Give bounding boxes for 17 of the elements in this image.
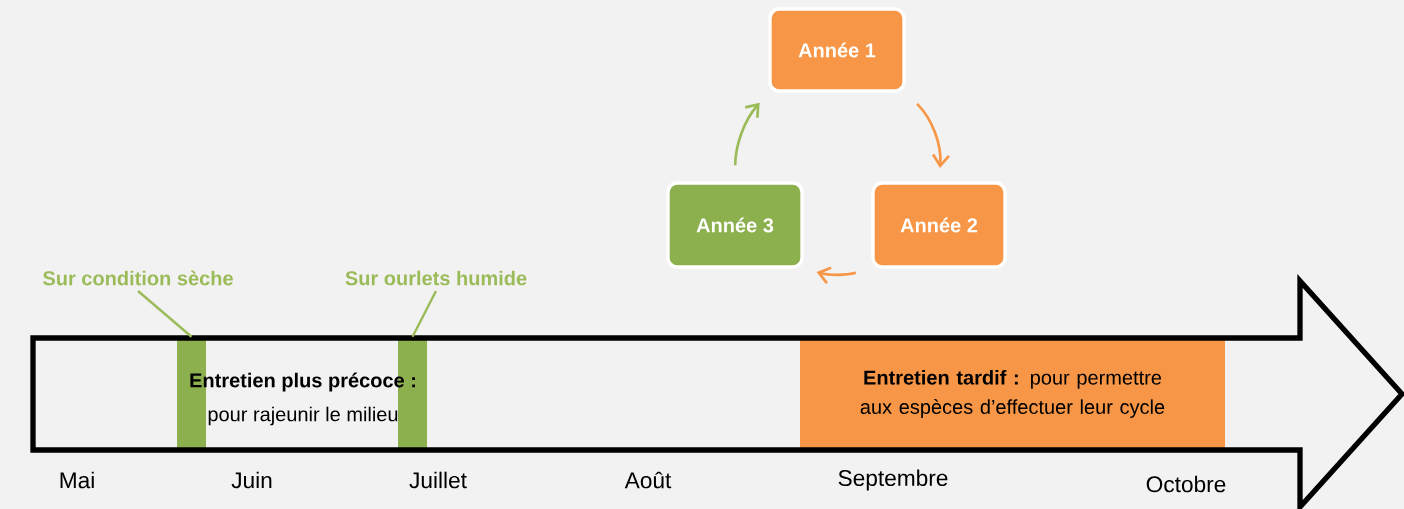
period-band: Entretien tardif : pour permettre aux espèces d’effectuer leur cycle [800, 338, 1225, 450]
leader-line [137, 290, 193, 338]
note-text: Sur ourlets humide [345, 270, 527, 286]
year-box: Année 3 [666, 181, 804, 269]
leader-line [411, 290, 438, 338]
note-text: Sur condition sèche [43, 270, 233, 286]
cycle-arrow [816, 266, 857, 284]
cycle-arrow [733, 102, 760, 166]
cycle-arrow [916, 102, 950, 169]
month-label: Août [624, 471, 672, 489]
month-label: Juillet [409, 471, 467, 489]
month-label: Octobre [1146, 475, 1226, 493]
body-text: pour rajeunir le milieu [208, 406, 398, 426]
year-box: Année 1 [768, 7, 906, 93]
month-label: Mai [60, 471, 94, 489]
month-label: Juin [231, 471, 272, 489]
year-box: Année 2 [871, 181, 1007, 269]
